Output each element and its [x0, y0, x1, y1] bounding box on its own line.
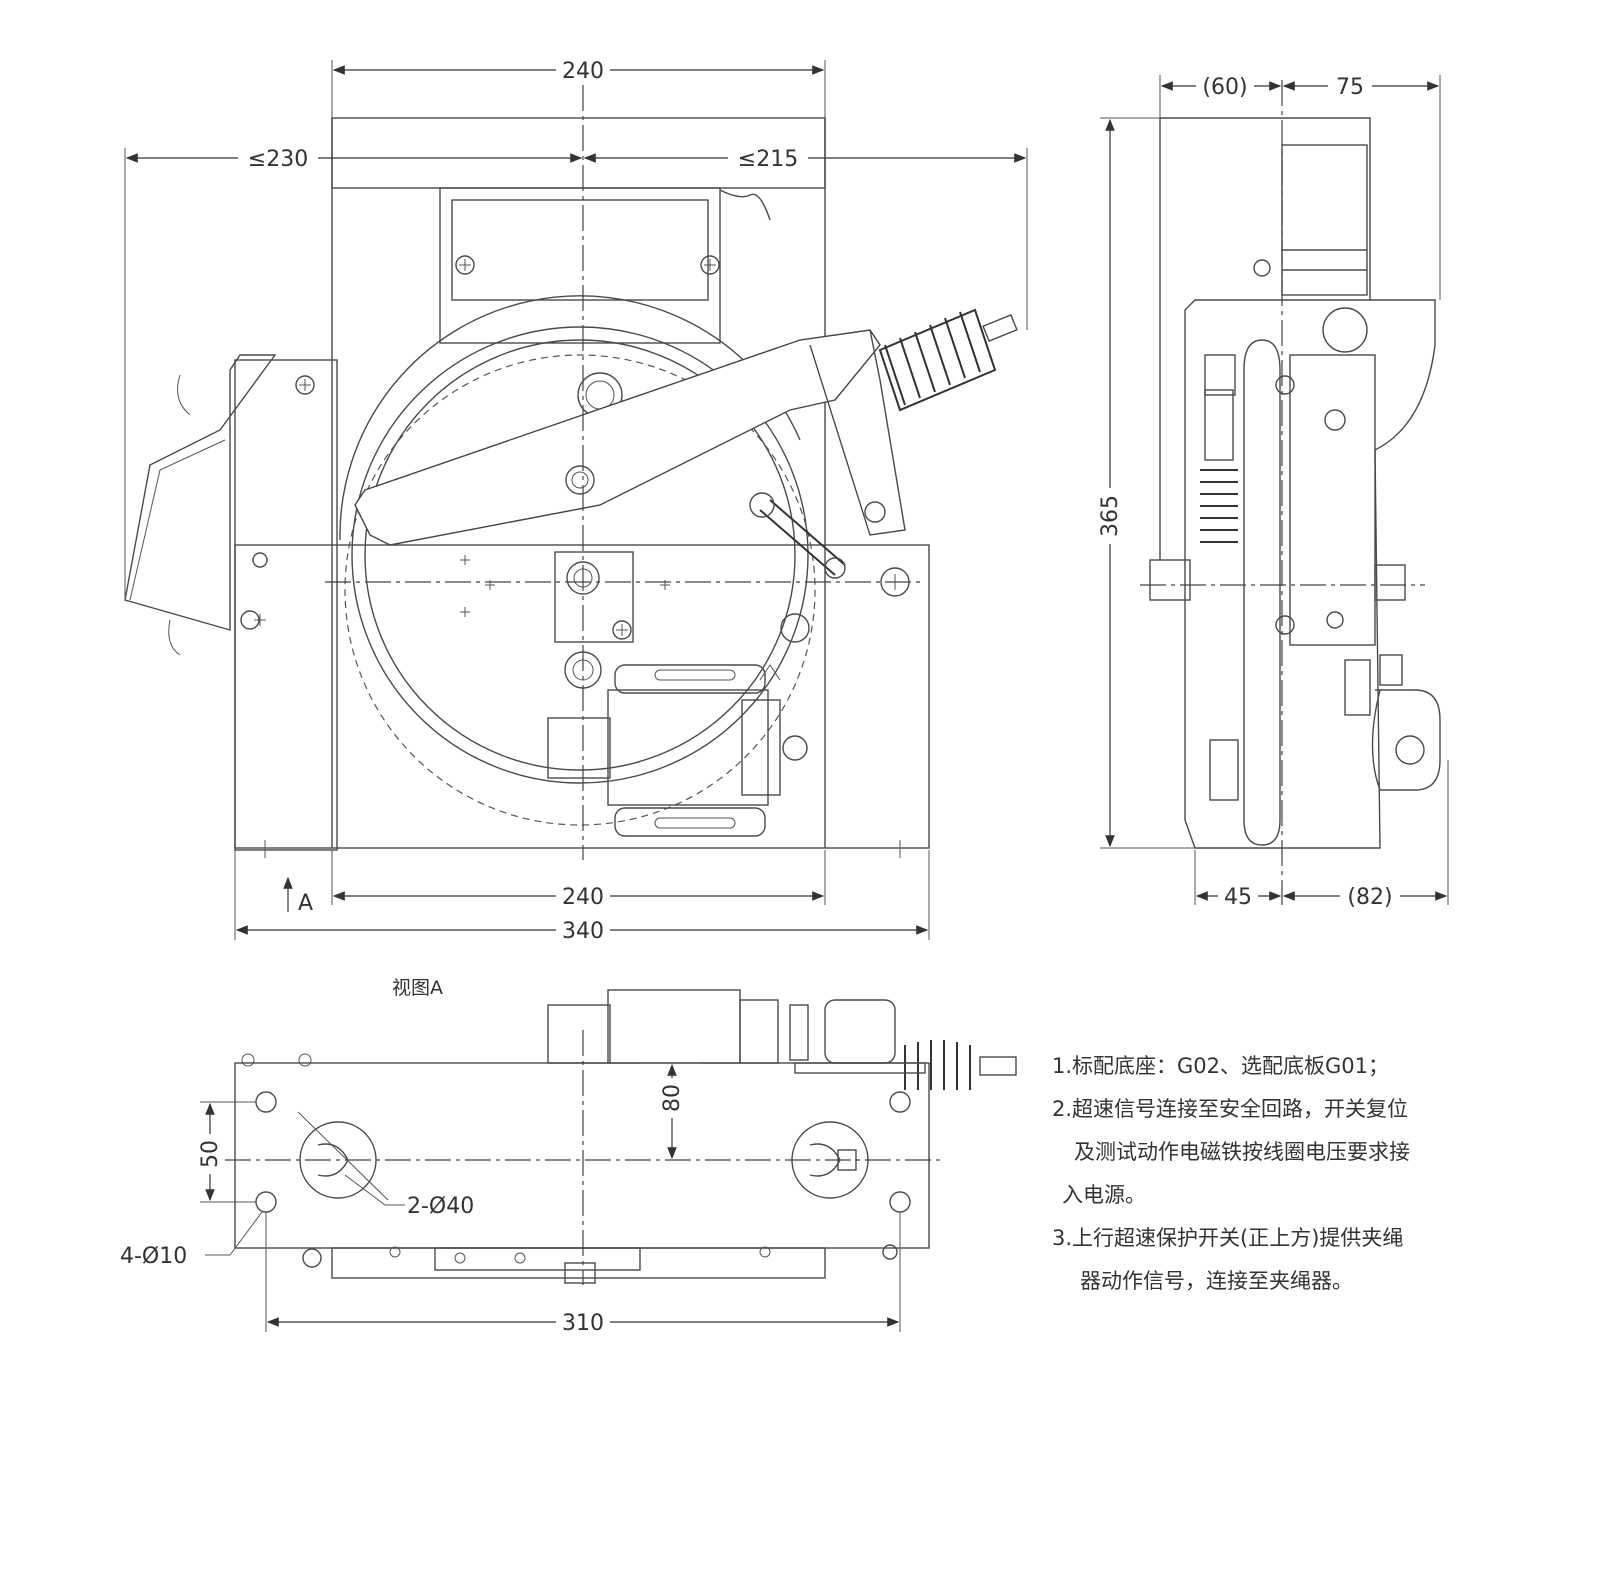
dim-front-bottom-inner: 240 [562, 885, 604, 910]
view-a-label: 视图A [392, 977, 443, 999]
dim-front-right: ≤215 [738, 147, 798, 172]
callout-large-holes: 2-Ø40 [407, 1194, 474, 1219]
callout-small-holes: 4-Ø10 [120, 1244, 187, 1269]
dim-side-top-left: (60) [1202, 75, 1247, 100]
notes-block: 1.标配底座：G02、选配底板G01； 2.超速信号连接至安全回路，开关复位 及… [1052, 1045, 1552, 1303]
dim-side-height: 365 [1098, 495, 1123, 537]
note-3-cont: 器动作信号，连接至夹绳器。 [1080, 1269, 1353, 1293]
dim-front-top: 240 [562, 59, 604, 84]
note-2-end: 入电源。 [1062, 1183, 1146, 1207]
note-2: 2.超速信号连接至安全回路，开关复位 [1052, 1097, 1409, 1121]
dim-plan-overall: 310 [562, 1311, 604, 1336]
front-view: 240 ≤230 ≤215 240 340 A [124, 56, 1028, 944]
note-1: 1.标配底座：G02、选配底板G01； [1052, 1054, 1390, 1078]
dim-front-left: ≤230 [248, 147, 308, 172]
plan-view-a: 80 50 2-Ø40 4-Ø10 310 [120, 989, 1017, 1336]
dim-side-bottom-right: (82) [1347, 885, 1392, 910]
view-arrow-label: A [298, 891, 313, 916]
note-3: 3.上行超速保护开关(正上方)提供夹绳 [1052, 1226, 1404, 1250]
dim-front-bottom-overall: 340 [562, 919, 604, 944]
dim-side-top-right: 75 [1336, 75, 1364, 100]
dim-plan-height: 80 [660, 1084, 685, 1112]
dim-side-bottom-left: 45 [1224, 885, 1252, 910]
dim-plan-hole-spacing: 50 [198, 1140, 223, 1168]
side-view: (60) 75 365 45 (82) [1094, 72, 1449, 910]
note-2-cont: 及测试动作电磁铁按线圈电压要求接 [1074, 1140, 1410, 1164]
